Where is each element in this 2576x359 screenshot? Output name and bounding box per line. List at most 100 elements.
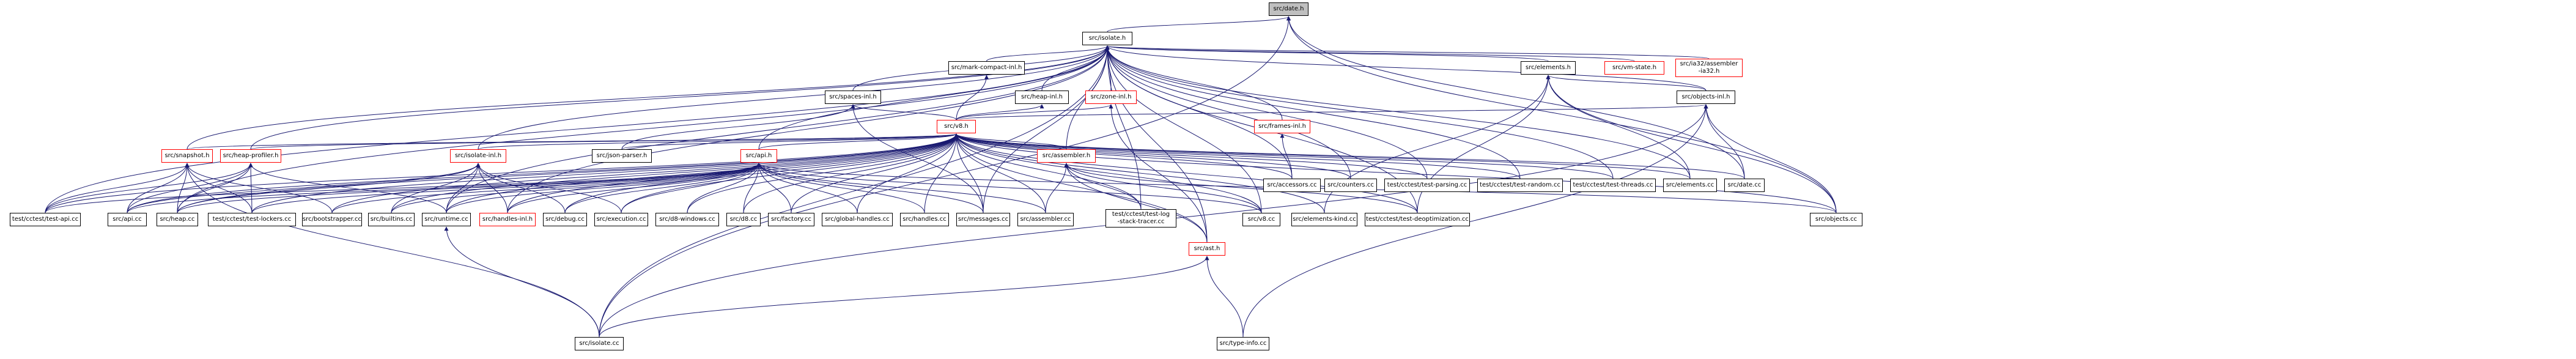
- edge-handles_inl-to-isolate_h: [507, 45, 1110, 213]
- node-d8-windows-cc[interactable]: src/d8-windows.cc: [655, 213, 719, 226]
- node-type-info-cc[interactable]: src/type-info.cc: [1217, 337, 1269, 350]
- edge-bootstrapper-to-snapshot_h: [185, 163, 333, 213]
- node-zone-inl-h[interactable]: src/zone-inl.h: [1085, 91, 1137, 104]
- node-objects-inl-h[interactable]: src/objects-inl.h: [1677, 91, 1735, 104]
- edge-test_lockers-to-v8_h: [251, 133, 959, 213]
- node-debug-cc[interactable]: src/debug.cc: [543, 213, 587, 226]
- node-isolate-cc[interactable]: src/isolate.cc: [575, 337, 624, 350]
- node-assembler-h[interactable]: src/assembler.h: [1037, 149, 1096, 163]
- edge-builtins_cc-to-isolate_inl: [391, 163, 481, 213]
- node-d8-cc[interactable]: src/d8.cc: [726, 213, 761, 226]
- edge-messages_cc-to-api_h: [756, 163, 984, 213]
- edge-messages_cc-to-v8_h: [954, 133, 984, 213]
- node-heap-cc[interactable]: src/heap.cc: [157, 213, 198, 226]
- node-v8-h[interactable]: src/v8.h: [937, 120, 976, 133]
- edge-heap_cc-to-isolate_inl: [177, 163, 481, 213]
- edge-test_log-to-assembler_h: [1064, 163, 1142, 210]
- node-handles-inl-h[interactable]: src/handles-inl.h: [479, 213, 536, 226]
- node-handles-cc[interactable]: src/handles.cc: [900, 213, 949, 226]
- node-elements-kind-cc[interactable]: src/elements-kind.cc: [1291, 213, 1357, 226]
- node-global-handles-cc[interactable]: src/global-handles.cc: [822, 213, 893, 226]
- edge-test_deopt-to-v8_h: [954, 133, 1418, 213]
- node-v8-cc[interactable]: src/v8.cc: [1242, 213, 1280, 226]
- node-ast-h[interactable]: src/ast.h: [1189, 242, 1225, 256]
- edge-heap_cc-to-heap_profiler: [177, 163, 253, 213]
- node-bootstrapper-cc[interactable]: src/bootstrapper.cc: [302, 213, 362, 226]
- edge-handles_cc-to-v8_h: [924, 133, 959, 213]
- edge-assembler_cc-to-v8_h: [954, 133, 1046, 213]
- edge-mark_compact-to-isolate_h: [986, 45, 1110, 62]
- node-api-h[interactable]: src/api.h: [740, 149, 777, 163]
- node-elements-h[interactable]: src/elements.h: [1521, 61, 1576, 75]
- node-test-random-cc[interactable]: test/cctest/test-random.cc: [1477, 179, 1563, 192]
- edge-isolate_inl-to-isolate_h: [478, 45, 1110, 150]
- node-objects-cc[interactable]: src/objects.cc: [1810, 213, 1862, 226]
- node-assembler-cc[interactable]: src/assembler.cc: [1017, 213, 1074, 226]
- edge-factory_cc-to-v8_h: [791, 133, 959, 213]
- edge-handles_inl-to-api_h: [507, 163, 761, 213]
- edge-v8_cc-to-isolate_h: [1105, 45, 1262, 213]
- node-messages-cc[interactable]: src/messages.cc: [956, 213, 1010, 226]
- node-vm-state-h[interactable]: src/vm-state.h: [1604, 61, 1664, 75]
- node-test-log-stack-tracer-cc[interactable]: test/cctest/test-log-stack-tracer.cc: [1105, 209, 1176, 228]
- node-builtins-cc[interactable]: src/builtins.cc: [368, 213, 415, 226]
- edge-ast_h-to-v8_h: [954, 133, 1208, 243]
- node-ia32-assembler-ia32-h[interactable]: src/ia32/assembler-ia32.h: [1675, 59, 1743, 77]
- node-test-parsing-cc[interactable]: test/cctest/test-parsing.cc: [1384, 179, 1470, 192]
- node-heap-inl-h[interactable]: src/heap-inl.h: [1015, 91, 1069, 104]
- edge-test_deopt-to-assembler_h: [1064, 163, 1418, 213]
- edge-isolate_cc-to-isolate_h: [599, 45, 1110, 338]
- node-mark-compact-inl-h[interactable]: src/mark-compact-inl.h: [948, 61, 1025, 75]
- edge-v8_h-to-objects_inl: [956, 104, 1708, 120]
- edge-accessors_cc-to-v8_h: [954, 133, 1293, 179]
- edge-heap_cc-to-api_h: [177, 163, 761, 213]
- edge-v8_cc-to-v8_h: [954, 133, 1262, 213]
- edge-builtins_cc-to-v8_h: [391, 133, 959, 213]
- edge-isolate_cc-to-snapshot_h: [185, 163, 600, 338]
- edge-test_parsing-to-isolate_h: [1105, 45, 1428, 179]
- node-runtime-cc[interactable]: src/runtime.cc: [422, 213, 471, 226]
- edge-assembler_cc-to-assembler_h: [1045, 163, 1069, 213]
- edge-v8_h-to-spaces_inl: [851, 104, 957, 120]
- edge-v8_h-to-zone_inl: [956, 104, 1113, 120]
- node-test-threads-cc[interactable]: test/cctest/test-threads.cc: [1570, 179, 1656, 192]
- edge-test_api-to-isolate_h: [45, 45, 1110, 213]
- edge-ast_h-to-assembler_h: [1064, 163, 1208, 243]
- edge-objects_inl-to-isolate_h: [1105, 45, 1707, 91]
- edge-date_cc-to-v8_h: [954, 133, 1745, 179]
- edge-test_lockers-to-api_h: [251, 163, 761, 213]
- node-execution-cc[interactable]: src/execution.cc: [594, 213, 648, 226]
- node-test-lockers-cc[interactable]: test/cctest/test-lockers.cc: [208, 213, 296, 226]
- edge-objects_cc-to-objects_inl: [1703, 104, 1837, 213]
- node-date-h: src/date.h: [1269, 2, 1308, 16]
- edge-test_api-to-snapshot_h: [45, 163, 190, 213]
- edge-frames_inl-to-isolate_h: [1105, 45, 1283, 120]
- node-json-parser-h[interactable]: src/json-parser.h: [592, 149, 652, 163]
- node-spaces-inl-h[interactable]: src/spaces-inl.h: [825, 91, 881, 104]
- node-test-deoptimization-cc[interactable]: test/cctest/test-deoptimization.cc: [1365, 213, 1470, 226]
- edge-objects_cc-to-date_h: [1286, 16, 1837, 213]
- edge-execution_cc-to-v8_h: [621, 133, 959, 213]
- node-accessors-cc[interactable]: src/accessors.cc: [1263, 179, 1321, 192]
- node-heap-profiler-h[interactable]: src/heap-profiler.h: [220, 149, 281, 163]
- node-isolate-h[interactable]: src/isolate.h: [1082, 32, 1132, 45]
- edge-api_cc-to-v8_h: [127, 133, 959, 213]
- edge-elements_cc-to-isolate_h: [1105, 45, 1691, 179]
- node-frames-inl-h[interactable]: src/frames-inl.h: [1254, 120, 1310, 133]
- node-test-api-cc[interactable]: test/cctest/test-api.cc: [10, 213, 81, 226]
- edge-ast_h-to-zone_inl: [1109, 104, 1208, 243]
- edge-elements_kind-to-v8_h: [954, 133, 1325, 213]
- edge-test_api-to-v8_h: [45, 133, 959, 213]
- node-elements-cc[interactable]: src/elements.cc: [1663, 179, 1717, 192]
- node-api-cc[interactable]: src/api.cc: [108, 213, 147, 226]
- node-counters-cc[interactable]: src/counters.cc: [1324, 179, 1377, 192]
- edge-isolate_cc-to-runtime_cc: [444, 226, 600, 338]
- node-factory-cc[interactable]: src/factory.cc: [768, 213, 814, 226]
- node-snapshot-h[interactable]: src/snapshot.h: [161, 149, 213, 163]
- node-date-cc[interactable]: src/date.cc: [1724, 179, 1765, 192]
- edge-factory_cc-to-api_h: [756, 163, 792, 213]
- node-isolate-inl-h[interactable]: src/isolate-inl.h: [450, 149, 506, 163]
- edge-global_handles-to-api_h: [756, 163, 858, 213]
- edge-debug_cc-to-api_h: [564, 163, 761, 213]
- edge-test_random-to-v8_h: [954, 133, 1521, 179]
